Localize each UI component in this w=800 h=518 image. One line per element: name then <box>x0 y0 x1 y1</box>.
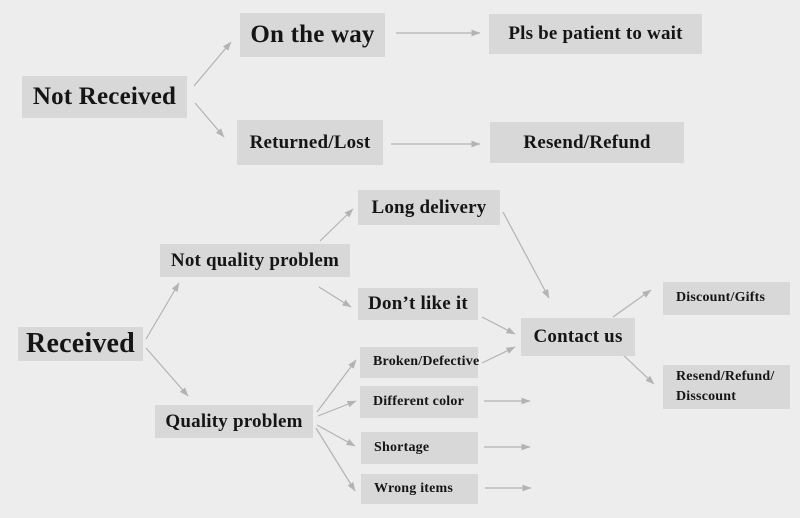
node-resend-refund: Resend/Refund <box>490 122 684 163</box>
node-long-delivery: Long delivery <box>358 190 500 225</box>
arrow-quality-problem-to-broken-defective <box>316 359 357 413</box>
node-label: Returned/Lost <box>249 131 371 153</box>
arrow-contact-us-to-resend-refund-disscount <box>620 352 655 385</box>
node-label: Disscount <box>676 389 737 404</box>
node-returned-lost: Returned/Lost <box>237 120 383 165</box>
node-label: Quality problem <box>165 410 303 432</box>
node-not-received: Not Received <box>22 76 187 118</box>
arrow-long-delivery-to-contact-us <box>502 211 550 299</box>
node-not-quality-problem: Not quality problem <box>160 244 350 277</box>
arrow-received-to-quality-problem <box>145 347 189 397</box>
node-label: Don’t like it <box>368 293 468 315</box>
arrow-not-received-to-returned-lost <box>194 102 225 138</box>
node-on-the-way: On the way <box>240 13 385 57</box>
node-broken-defective: Broken/Defective <box>360 347 480 378</box>
arrow-quality-problem-to-wrong-items <box>315 427 356 492</box>
node-dont-like-it: Don’t like it <box>358 288 478 320</box>
node-label: Broken/Defective <box>373 354 480 370</box>
node-label: Pls be patient to wait <box>508 23 683 45</box>
arrow-lines <box>145 29 655 492</box>
arrow-contact-us-to-discount-gifts <box>612 289 652 318</box>
node-different-color: Different color <box>360 386 478 418</box>
node-label: Different color <box>373 393 464 409</box>
arrow-quality-problem-to-different-color <box>317 400 357 417</box>
node-label: On the way <box>250 20 375 48</box>
arrow-received-to-not-quality-problem <box>145 282 180 340</box>
node-pls-be-patient-to-wait: Pls be patient to wait <box>489 14 702 54</box>
node-contact-us: Contact us <box>521 318 635 356</box>
node-label: Long delivery <box>371 196 487 218</box>
node-label: Wrong items <box>374 480 454 496</box>
node-label: Shortage <box>374 439 430 455</box>
node-label: Not quality problem <box>170 249 340 271</box>
node-received: Received <box>18 327 143 361</box>
node-label: Discount/Gifts <box>676 290 766 306</box>
node-quality-problem: Quality problem <box>155 405 313 438</box>
arrow-dont-like-it-to-contact-us <box>481 316 516 335</box>
node-label: Resend/Refund/ <box>676 368 775 384</box>
node-label: Not Received <box>32 82 177 110</box>
arrow-not-received-to-on-the-way <box>193 41 232 87</box>
node-label: Contact us <box>533 326 623 348</box>
arrow-quality-problem-to-shortage <box>316 424 356 447</box>
node-label: Received <box>26 327 135 359</box>
node-resend-refund-disscount: Resend/Refund/Disscount <box>663 365 790 409</box>
arrow-broken-defective-to-contact-us <box>481 346 516 364</box>
node-discount-gifts: Discount/Gifts <box>663 282 790 315</box>
node-shortage: Shortage <box>361 432 478 464</box>
arrow-not-quality-problem-to-dont-like-it <box>318 286 352 308</box>
arrow-not-quality-problem-to-long-delivery <box>319 208 354 242</box>
node-wrong-items: Wrong items <box>361 474 478 504</box>
node-label: Resend/Refund <box>523 131 651 153</box>
